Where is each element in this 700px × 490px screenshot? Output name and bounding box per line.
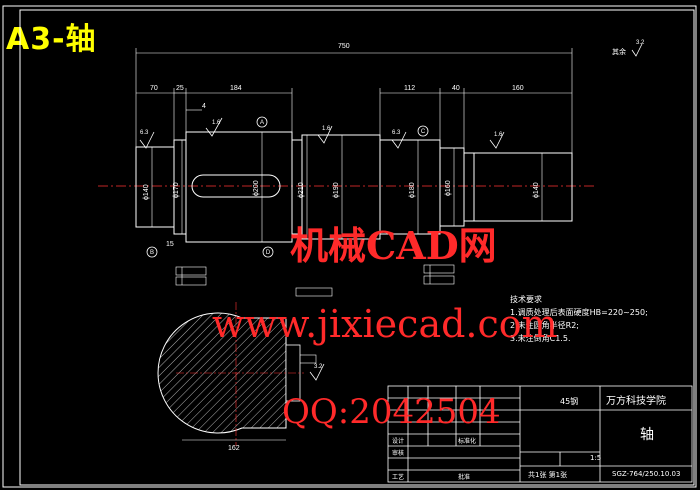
outer-border — [2, 5, 697, 488]
datum-c: C — [421, 129, 426, 135]
dim-overall: 750 — [338, 43, 350, 50]
dim-dia-right: ϕ140 — [533, 182, 540, 198]
dim-dia-180: ϕ180 — [409, 182, 416, 198]
dim-dia-160: ϕ160 — [445, 180, 452, 196]
dim-dia-200: ϕ200 — [253, 180, 260, 196]
keyway-slot — [191, 174, 281, 198]
ra-4: 6.3 — [392, 130, 401, 136]
std-label: 标准化 — [458, 438, 477, 445]
dimension-texts: 750 70 25 184 112 40 160 4 15 ϕ140 ϕ170 … — [143, 43, 540, 452]
datum-circles — [146, 116, 429, 258]
notes-title: 技术要求 — [510, 295, 542, 304]
dim-70: 70 — [150, 85, 158, 92]
title-block-lines — [387, 385, 693, 483]
part-name: 轴 — [640, 427, 654, 443]
ra-3: 1.6 — [322, 126, 331, 132]
datum-d: D — [266, 250, 271, 256]
note-1: 1.调质处理后表面硬度HB=220~250; — [510, 308, 648, 317]
dim-dia-left: ϕ140 — [143, 184, 150, 200]
ra-section: 3.2 — [314, 364, 323, 370]
sheet-count: 共1张 第1张 — [528, 471, 568, 479]
roughness-texts: 6.3 1.6 1.6 6.3 1.6 3.2 其余 3.2 — [140, 40, 645, 370]
inner-border — [19, 9, 695, 486]
watermark-line-1: 机械CAD网 — [290, 223, 497, 268]
roughness-symbols — [139, 43, 643, 381]
material: 45钢 — [560, 397, 579, 406]
shaft-cross-section — [157, 302, 304, 446]
ra-rest: 3.2 — [636, 40, 645, 46]
watermark-line-2: www.jixiecad.com — [212, 302, 558, 346]
dim-184: 184 — [230, 85, 242, 92]
ra-1: 6.3 — [140, 130, 149, 136]
ra-5: 1.6 — [494, 132, 503, 138]
dim-dia-190: ϕ190 — [333, 182, 340, 198]
dim-15: 15 — [166, 241, 174, 248]
datum-a: A — [260, 120, 264, 126]
technical-notes: 技术要求 1.调质处理后表面硬度HB=220~250; 2.未注圆角半径R2; … — [510, 293, 648, 345]
dim-4: 4 — [202, 103, 206, 110]
ra-2: 1.6 — [212, 120, 221, 126]
watermark-line-3: QQ:2042504 — [282, 392, 501, 432]
dim-160: 160 — [512, 85, 524, 92]
dim-section-width: 162 — [228, 445, 240, 452]
dim-dia-small: ϕ170 — [173, 182, 180, 198]
ra-rest-label: 其余 — [612, 47, 626, 56]
shaft-outline — [135, 131, 573, 243]
note-3: 3.未注倒角C1.5. — [510, 334, 571, 343]
sheet-title: A3-轴 — [6, 22, 97, 57]
approve-label: 批准 — [458, 474, 471, 481]
datum-letters: A B C D — [150, 120, 426, 256]
check-label: 审核 — [392, 450, 405, 457]
school-name: 万方科技学院 — [606, 396, 666, 407]
dim-112: 112 — [404, 85, 415, 92]
dim-dia-210: ϕ210 — [298, 182, 305, 198]
dim-40: 40 — [452, 85, 460, 92]
process-label: 工艺 — [392, 474, 405, 481]
dim-25: 25 — [176, 85, 184, 92]
drawing-number: SGZ-764/250.10.03 — [612, 470, 681, 478]
tolerance-frames — [175, 264, 455, 364]
dimension-lines — [135, 48, 573, 242]
designer-label: 设计 — [392, 438, 405, 445]
note-2: 2.未注圆角半径R2; — [510, 321, 579, 330]
scale: 1:5 — [590, 454, 602, 462]
datum-b: B — [150, 250, 154, 256]
